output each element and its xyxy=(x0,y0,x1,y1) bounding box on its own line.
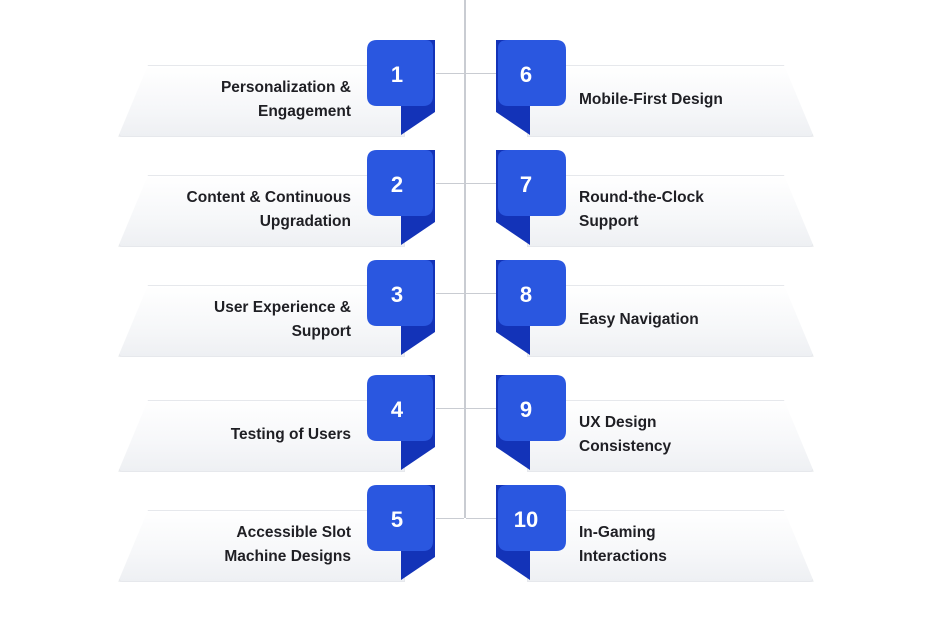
number-badge-6: 6 xyxy=(494,40,566,135)
badge-number: 5 xyxy=(390,507,404,532)
badge-number: 1 xyxy=(390,62,404,87)
feature-card-2 xyxy=(118,175,405,247)
connector-line-1 xyxy=(436,73,464,74)
label-line: Content & Continuous xyxy=(186,189,351,206)
label-line: Support xyxy=(291,323,351,340)
number-badge-9: 9 xyxy=(494,375,566,470)
number-badge-8: 8 xyxy=(494,260,566,355)
label-line: Personalization & xyxy=(220,79,351,96)
connector-line-3 xyxy=(436,293,464,294)
label-line: Engagement xyxy=(257,103,351,120)
connector-line-8 xyxy=(466,293,496,294)
number-badge-3: 3 xyxy=(365,260,437,355)
badge-number: 6 xyxy=(519,62,533,87)
connector-line-6 xyxy=(466,73,496,74)
feature-card-8 xyxy=(527,285,814,357)
badge-number: 9 xyxy=(519,397,533,422)
number-badge-2: 2 xyxy=(365,150,437,245)
number-badge-4: 4 xyxy=(365,375,437,470)
feature-card-10 xyxy=(527,510,814,582)
number-badge-5: 5 xyxy=(365,485,437,580)
label-line: In-Gaming xyxy=(579,524,656,541)
label-line: Testing of Users xyxy=(230,426,351,443)
number-badge-1: 1 xyxy=(365,40,437,135)
connector-line-5 xyxy=(436,518,464,519)
label-line: Mobile-First Design xyxy=(579,91,723,108)
feature-card-5 xyxy=(118,510,405,582)
feature-card-1 xyxy=(118,65,405,137)
feature-card-4 xyxy=(118,400,405,472)
label-line: Consistency xyxy=(579,438,672,455)
feature-card-7 xyxy=(527,175,814,247)
badge-number: 8 xyxy=(519,282,533,307)
badge-number: 7 xyxy=(519,172,533,197)
badge-number: 10 xyxy=(513,507,539,532)
label-line: Machine Designs xyxy=(224,548,351,565)
number-badge-10: 10 xyxy=(494,485,566,580)
feature-card-6 xyxy=(527,65,814,137)
label-line: UX Design xyxy=(579,414,657,431)
label-line: Round-the-Clock xyxy=(579,189,704,206)
feature-card-3 xyxy=(118,285,405,357)
connector-line-7 xyxy=(466,183,496,184)
connector-line-2 xyxy=(436,183,464,184)
feature-label-1: Personalization & Engagement xyxy=(221,76,351,124)
label-line: Support xyxy=(579,213,639,230)
label-line: Interactions xyxy=(579,548,667,565)
connector-line-10 xyxy=(466,518,496,519)
feature-label-4: Testing of Users xyxy=(231,423,351,447)
center-spine xyxy=(464,0,466,518)
label-line: Upgradation xyxy=(259,213,351,230)
badge-number: 3 xyxy=(390,282,404,307)
feature-label-8: Easy Navigation xyxy=(579,308,699,332)
connector-line-4 xyxy=(436,408,464,409)
badge-number: 2 xyxy=(390,172,404,197)
number-badge-7: 7 xyxy=(494,150,566,245)
label-line: Easy Navigation xyxy=(579,311,699,328)
label-line: User Experience & xyxy=(214,299,351,316)
connector-line-9 xyxy=(466,408,496,409)
label-line: Accessible Slot xyxy=(236,524,351,541)
feature-label-6: Mobile-First Design xyxy=(579,88,723,112)
feature-label-3: User Experience & Support xyxy=(214,296,351,344)
badge-number: 4 xyxy=(390,397,404,422)
